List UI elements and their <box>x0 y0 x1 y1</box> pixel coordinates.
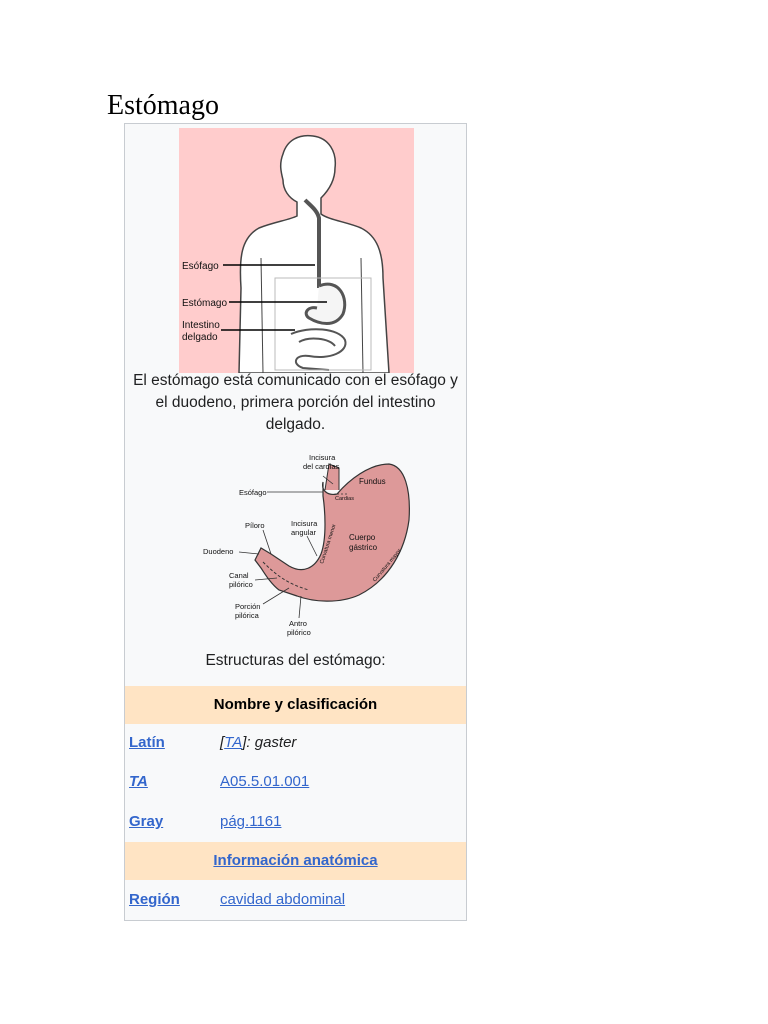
anatomy-info-link[interactable]: Información anatómica <box>213 852 378 869</box>
pointer-piloro <box>262 529 272 555</box>
gray-page-link[interactable]: pág.1161 <box>220 813 282 830</box>
digestive-system-figure[interactable]: Esófago Estómago Intestino delgado <box>179 128 414 373</box>
page-title: Estómago <box>107 90 219 121</box>
header-name-classification: Nombre y clasificación <box>125 686 466 724</box>
label-porcion-1: Porción <box>235 602 260 611</box>
label-piloro: Píloro <box>245 521 265 530</box>
label-porcion-2: pilórica <box>235 611 260 620</box>
infobox: Esófago Estómago Intestino delgado El es… <box>124 123 467 921</box>
row-ta: TA A05.5.01.001 <box>125 763 466 801</box>
ta-abbrev-link[interactable]: TA <box>224 734 243 751</box>
pointer-antro <box>298 595 302 619</box>
label-antro-1: Antro <box>289 619 307 628</box>
pointer-incisura-cardias <box>322 475 334 485</box>
pointer-incisura-angular <box>306 535 318 557</box>
label-esofago: Esófago <box>239 488 267 497</box>
esophagus-tube <box>303 198 321 288</box>
abdomen-outline <box>274 277 372 371</box>
label-incisura-cardias-2: del cardias <box>303 462 340 471</box>
gray-value: pág.1161 <box>220 803 281 841</box>
pointer-duodeno <box>238 551 260 555</box>
latin-value: [TA]: gaster <box>220 724 296 762</box>
label-cuerpo-2: gástrico <box>349 543 378 552</box>
label-incisura-angular-2: angular <box>291 528 317 537</box>
row-region: Región cavidad abdominal <box>125 881 466 919</box>
ta-link[interactable]: TA <box>129 773 148 790</box>
header-anatomy-info: Información anatómica <box>125 842 466 880</box>
latin-link[interactable]: Latín <box>129 734 165 751</box>
latin-bracket-open: [ <box>220 734 225 751</box>
ta-value: A05.5.01.001 <box>220 763 309 801</box>
arm-line-right <box>360 257 364 373</box>
esophagus-stub <box>324 463 340 491</box>
intestine-shape <box>290 328 347 371</box>
stomach-body <box>254 463 410 602</box>
region-value-link[interactable]: cavidad abdominal <box>220 891 346 908</box>
label-intestine-1: Intestino <box>182 320 220 331</box>
label-duodeno: Duodeno <box>203 547 233 556</box>
intestine-loop <box>298 337 336 347</box>
stomach-structures-figure[interactable]: Incisura del cardias Fundus Esófago Card… <box>199 450 414 640</box>
label-canal-2: pilórico <box>229 580 253 589</box>
label-cuerpo-1: Cuerpo <box>349 533 376 542</box>
label-incisura-cardias-1: Incisura <box>309 453 336 462</box>
gray-link[interactable]: Gray <box>129 813 164 830</box>
figure2-caption: Estructuras del estómago: <box>205 652 386 669</box>
label-intestine-2: delgado <box>182 332 218 343</box>
pointer-porcion <box>262 587 290 605</box>
arm-line-left <box>260 257 264 373</box>
label-stomach: Estómago <box>182 298 227 309</box>
region-value: cavidad abdominal <box>220 881 345 919</box>
ta-code-link[interactable]: A05.5.01.001 <box>220 773 310 790</box>
label-incisura-angular-1: Incisura <box>291 519 318 528</box>
region-link[interactable]: Región <box>129 891 180 908</box>
pointer-canal <box>254 577 278 581</box>
label-cardias: Cardias <box>335 496 354 502</box>
row-gray: Gray pág.1161 <box>125 803 466 841</box>
body-silhouette <box>238 134 390 373</box>
latin-rest: ]: gaster <box>242 734 297 751</box>
label-fundus: Fundus <box>359 477 386 486</box>
label-canal-1: Canal <box>229 571 249 580</box>
pyloric-canal-line <box>262 561 310 591</box>
stomach-shape <box>304 282 347 325</box>
figure1-caption: El estómago está comunicado con el esófa… <box>133 372 458 433</box>
row-latin: Latín [TA]: gaster <box>125 724 466 762</box>
label-antro-2: pilórico <box>287 628 311 637</box>
label-esophagus: Esófago <box>182 261 219 272</box>
